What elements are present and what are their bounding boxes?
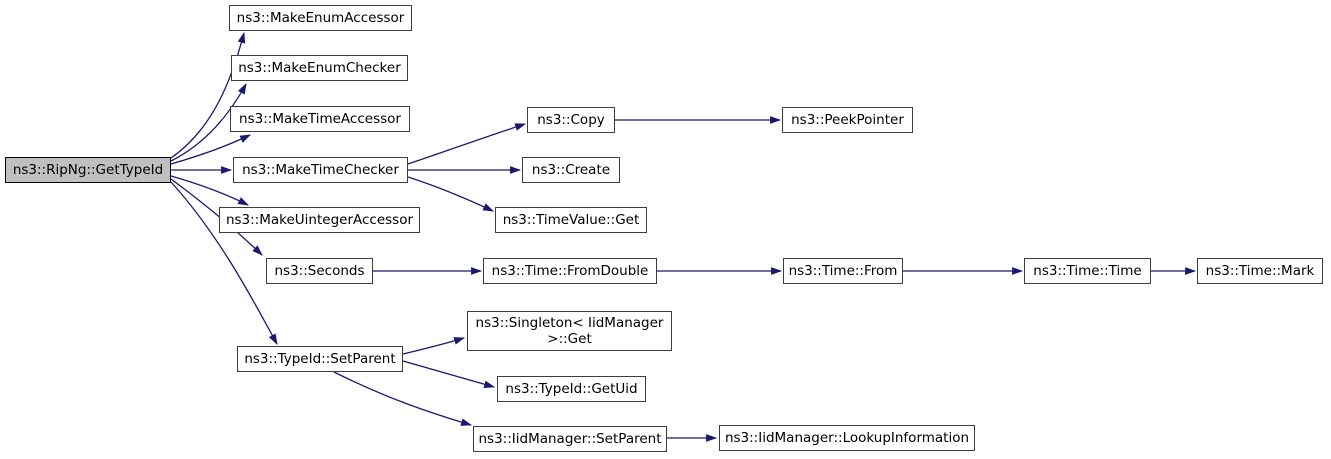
edge-typeidsetparent-singletonget <box>402 337 466 355</box>
edge-gettypeid-makeenumchecker <box>170 83 247 162</box>
node-label: ns3::Create <box>531 161 611 178</box>
node-make-enum-checker[interactable]: ns3::MakeEnumChecker <box>231 55 408 81</box>
node-copy[interactable]: ns3::Copy <box>527 107 615 133</box>
node-label-line2: >::Get <box>547 331 592 347</box>
node-peekpointer[interactable]: ns3::PeekPointer <box>782 107 913 133</box>
edge-maketimechecker-copy <box>407 123 527 165</box>
edge-gettypeid-makeuintegeraccessor <box>170 175 249 206</box>
node-make-time-accessor[interactable]: ns3::MakeTimeAccessor <box>230 106 410 132</box>
node-label: ns3::Time::Mark <box>1205 262 1315 279</box>
node-iidmanager-setparent[interactable]: ns3::IidManager::SetParent <box>473 426 667 452</box>
node-make-enum-accessor[interactable]: ns3::MakeEnumAccessor <box>229 5 412 31</box>
node-singleton-get[interactable]: ns3::Singleton< IidManager >::Get <box>467 311 672 351</box>
node-label: ns3::Time::From <box>788 262 898 279</box>
node-label: ns3::RipNg::GetTypeId <box>12 161 164 178</box>
node-label: ns3::TypeId::SetParent <box>244 350 396 367</box>
node-make-time-checker[interactable]: ns3::MakeTimeChecker <box>233 157 408 183</box>
node-label: ns3::MakeEnumChecker <box>238 59 401 76</box>
edge-gettypeid-typeidsetparent <box>170 181 278 345</box>
node-create[interactable]: ns3::Create <box>522 157 620 183</box>
node-label: ns3::MakeEnumAccessor <box>236 9 405 26</box>
node-label: ns3::TimeValue::Get <box>502 211 640 228</box>
node-time-mark[interactable]: ns3::Time::Mark <box>1197 258 1323 284</box>
node-seconds[interactable]: ns3::Seconds <box>266 258 373 284</box>
edge-typeidsetparent-iidmanagersetparent <box>333 371 473 426</box>
node-ripng-gettypeid[interactable]: ns3::RipNg::GetTypeId <box>5 157 171 183</box>
node-label: ns3::MakeUintegerAccessor <box>225 211 414 228</box>
edge-maketimechecker-timevalueget <box>407 176 494 212</box>
node-label: ns3::TypeId::GetUid <box>505 380 638 397</box>
node-typeid-setparent[interactable]: ns3::TypeId::SetParent <box>237 346 403 372</box>
node-time-time[interactable]: ns3::Time::Time <box>1024 258 1151 284</box>
edge-typeidsetparent-typeidgetuid <box>402 360 496 389</box>
node-label: ns3::IidManager::SetParent <box>478 430 662 447</box>
node-label: ns3::PeekPointer <box>791 111 904 128</box>
edge-gettypeid-makeenumaccessor <box>170 31 246 159</box>
node-label: ns3::IidManager::LookupInformation <box>724 429 970 446</box>
node-label: ns3::Time::Time <box>1033 262 1142 279</box>
node-time-fromdouble[interactable]: ns3::Time::FromDouble <box>483 258 657 284</box>
node-timevalue-get[interactable]: ns3::TimeValue::Get <box>495 207 647 233</box>
node-typeid-getuid[interactable]: ns3::TypeId::GetUid <box>497 376 646 402</box>
node-time-from[interactable]: ns3::Time::From <box>783 258 903 284</box>
node-label: ns3::Seconds <box>274 262 365 279</box>
node-label: ns3::MakeTimeAccessor <box>239 110 401 127</box>
node-make-uinteger-accessor[interactable]: ns3::MakeUintegerAccessor <box>219 207 420 233</box>
node-label: ns3::MakeTimeChecker <box>242 161 399 178</box>
node-label: ns3::Copy <box>537 111 605 128</box>
node-label-line1: ns3::Singleton< IidManager <box>475 314 664 331</box>
edge-gettypeid-maketimeaccessor <box>170 134 251 165</box>
node-iidmanager-lookupinformation[interactable]: ns3::IidManager::LookupInformation <box>719 425 975 451</box>
node-label: ns3::Time::FromDouble <box>491 262 649 279</box>
